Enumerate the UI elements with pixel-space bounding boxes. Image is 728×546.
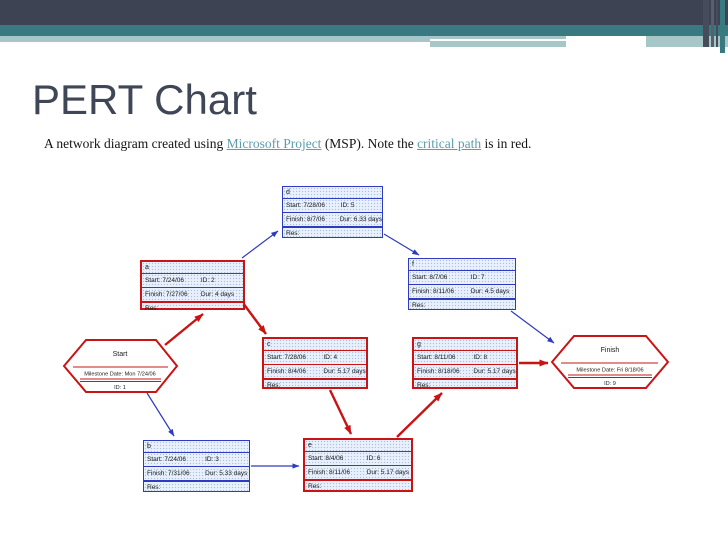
milestone-start-id: ID: 1 [114,385,126,391]
header-white-line [430,38,673,41]
edge-d-to-f [383,233,420,256]
task-b-dur: Dur: 5.33 days [205,470,248,477]
task-node-b: b Start: 7/24/06 ID: 3 Finish: 7/31/06 Dur… [143,440,250,492]
header-light-band-mid [430,42,566,47]
task-d-name: d [283,187,382,199]
task-c-start: Start: 7/28/06 [267,354,307,361]
task-c-name: c [264,339,366,351]
task-node-d: d Start: 7/28/06 ID: 5 Finish: 8/7/06 Dur:… [282,186,383,238]
task-b-res: Res: [147,484,161,491]
task-g-res: Res: [417,382,431,389]
task-a-finish: Finish: 7/27/06 [145,291,188,298]
subtitle-text: (MSP). Note the [321,136,418,151]
edge-a-to-d [241,230,279,259]
task-d-finish: Finish: 8/7/06 [286,216,326,223]
task-e-id: ID: 6 [366,455,381,462]
task-node-c: c Start: 7/28/06 ID: 4 Finish: 8/4/06 Dur:… [262,337,368,389]
task-d-dur: Dur: 6.33 days [339,216,382,223]
subtitle-text: A network diagram created using [44,136,227,151]
task-node-e: e Start: 8/4/06 ID: 6 Finish: 8/11/06 Dur:… [303,438,413,492]
task-g-id: ID: 8 [473,354,488,361]
subtitle-text: is in red. [481,136,532,151]
task-d-id: ID: 5 [340,202,355,209]
task-g-dur: Dur: 5.17 days [473,368,516,375]
milestone-finish-title: Finish [601,347,620,354]
task-g-name: g [414,339,516,351]
task-e-name: e [305,440,411,452]
task-g-finish: Finish: 8/18/06 [417,368,460,375]
edge-e-to-g-critical [396,392,443,438]
task-b-finish: Finish: 7/31/06 [147,470,190,477]
header-teal-band [0,25,728,36]
edge-start-to-a-critical [164,313,204,346]
task-f-name: f [409,259,515,271]
task-b-name: b [144,441,249,453]
task-node-g: g Start: 8/11/06 ID: 8 Finish: 8/18/06 Dur… [412,337,518,389]
task-f-id: ID: 7 [470,274,485,281]
task-a-name: a [142,262,243,274]
header-corner-stripe [711,0,714,47]
task-f-start: Start: 8/7/06 [412,274,448,281]
task-e-start: Start: 8/4/06 [308,455,344,462]
milestone-start-date: Milestone Date: Mon 7/24/06 [84,372,156,378]
milestone-finish-id: ID: 9 [604,381,616,387]
task-c-id: ID: 4 [323,354,338,361]
page-title: PERT Chart [32,76,257,123]
task-e-dur: Dur: 5.17 days [366,469,409,476]
header-corner-stripe [720,0,725,53]
task-d-res: Res: [286,230,300,237]
milestone-start: Start Milestone Date: Mon 7/24/06 ID: 1 [62,339,179,393]
slide-subtitle: A network diagram created using Microsof… [44,136,684,152]
task-b-id: ID: 3 [205,456,219,463]
header-corner-stripe [703,0,709,47]
link-critical-path[interactable]: critical path [417,136,482,151]
task-a-res: Res: [145,305,159,312]
task-a-dur: Dur: 4 days [200,291,235,298]
milestone-finish: Finish Milestone Date: Fri 8/18/06 ID: 9 [550,335,670,389]
task-f-res: Res: [412,302,426,309]
header-light-band-left [0,36,566,42]
header-light-band-right [646,36,728,47]
task-a-id: ID: 2 [200,277,215,284]
task-e-res: Res: [308,483,322,490]
task-node-a: a Start: 7/24/06 ID: 2 Finish: 7/27/06 Dur… [140,260,245,312]
milestone-start-title: Start [113,351,128,358]
header-dark-band [0,0,728,25]
header-corner-stripe [716,0,718,47]
task-f-finish: Finish: 8/11/06 [412,288,455,295]
milestone-finish-date: Milestone Date: Fri 8/18/06 [576,368,643,374]
task-c-res: Res: [267,382,281,389]
task-a-start: Start: 7/24/06 [145,277,185,284]
task-c-dur: Dur: 5.17 days [323,368,366,375]
edge-f-to-finish [510,310,555,344]
edge-start-to-b [146,392,175,437]
task-f-dur: Dur: 4.5 days [470,288,510,295]
task-g-start: Start: 8/11/06 [417,354,456,361]
edge-a-to-c-critical [242,302,267,335]
edge-c-to-e-critical [328,389,353,435]
task-c-finish: Finish: 8/4/06 [267,368,307,375]
task-d-start: Start: 7/28/06 [286,202,326,209]
task-node-f: f Start: 8/7/06 ID: 7 Finish: 8/11/06 Dur:… [408,258,516,310]
link-microsoft-project[interactable]: Microsoft Project [226,136,322,151]
task-b-start: Start: 7/24/06 [147,456,187,463]
task-e-finish: Finish: 8/11/06 [308,469,351,476]
